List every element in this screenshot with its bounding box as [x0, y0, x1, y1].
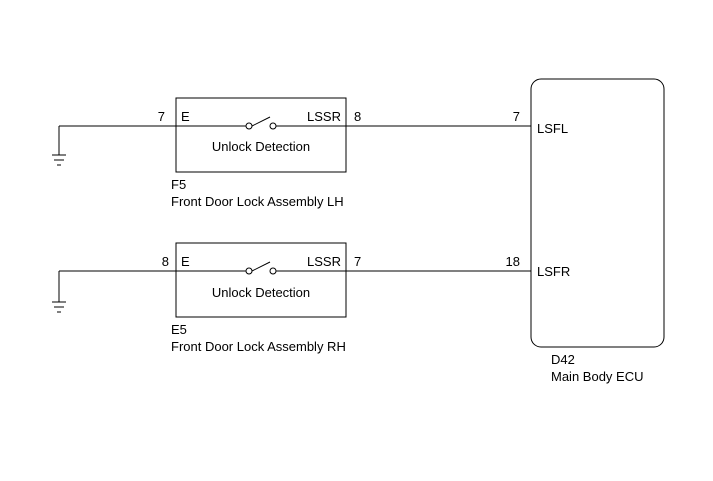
unlock-switch-rh	[176, 261, 346, 275]
terminal-label-rh-left: E	[181, 254, 190, 269]
ground-symbol-rh	[52, 271, 66, 313]
rh-lock-assembly-box	[175, 242, 347, 318]
pin-number-rh-right: 7	[354, 254, 361, 269]
lh-lock-assembly-box	[175, 97, 347, 173]
ecu-terminal-label-top: LSFL	[537, 121, 568, 136]
terminal-label-lh-left: E	[181, 109, 190, 124]
component-name-lh: Front Door Lock Assembly LH	[171, 194, 344, 209]
ground-symbol-lh	[52, 126, 66, 166]
ecu-terminal-label-bottom: LSFR	[537, 264, 570, 279]
ecu-pin-number-bottom: 18	[506, 254, 520, 269]
pin-number-rh-left: 8	[162, 254, 169, 269]
unlock-switch-lh	[176, 116, 346, 130]
ecu-box	[530, 78, 665, 348]
terminal-label-lh-right: LSSR	[307, 109, 341, 124]
rh-circuit: 8 E LSSR 7 Unlock Detection E5 Front Doo…	[52, 242, 531, 354]
pin-number-lh-left: 7	[158, 109, 165, 124]
connector-code-lh: F5	[171, 177, 186, 192]
function-label-rh: Unlock Detection	[212, 285, 310, 300]
terminal-label-rh-right: LSSR	[307, 254, 341, 269]
ecu-pin-number-top: 7	[513, 109, 520, 124]
main-body-ecu: 7 LSFL 18 LSFR D42 Main Body ECU	[506, 78, 665, 384]
pin-number-lh-right: 8	[354, 109, 361, 124]
component-name-ecu: Main Body ECU	[551, 369, 643, 384]
connector-code-rh: E5	[171, 322, 187, 337]
connector-code-ecu: D42	[551, 352, 575, 367]
component-name-rh: Front Door Lock Assembly RH	[171, 339, 346, 354]
function-label-lh: Unlock Detection	[212, 139, 310, 154]
lh-circuit: 7 E LSSR 8 Unlock Detection F5 Front Doo…	[52, 97, 531, 209]
